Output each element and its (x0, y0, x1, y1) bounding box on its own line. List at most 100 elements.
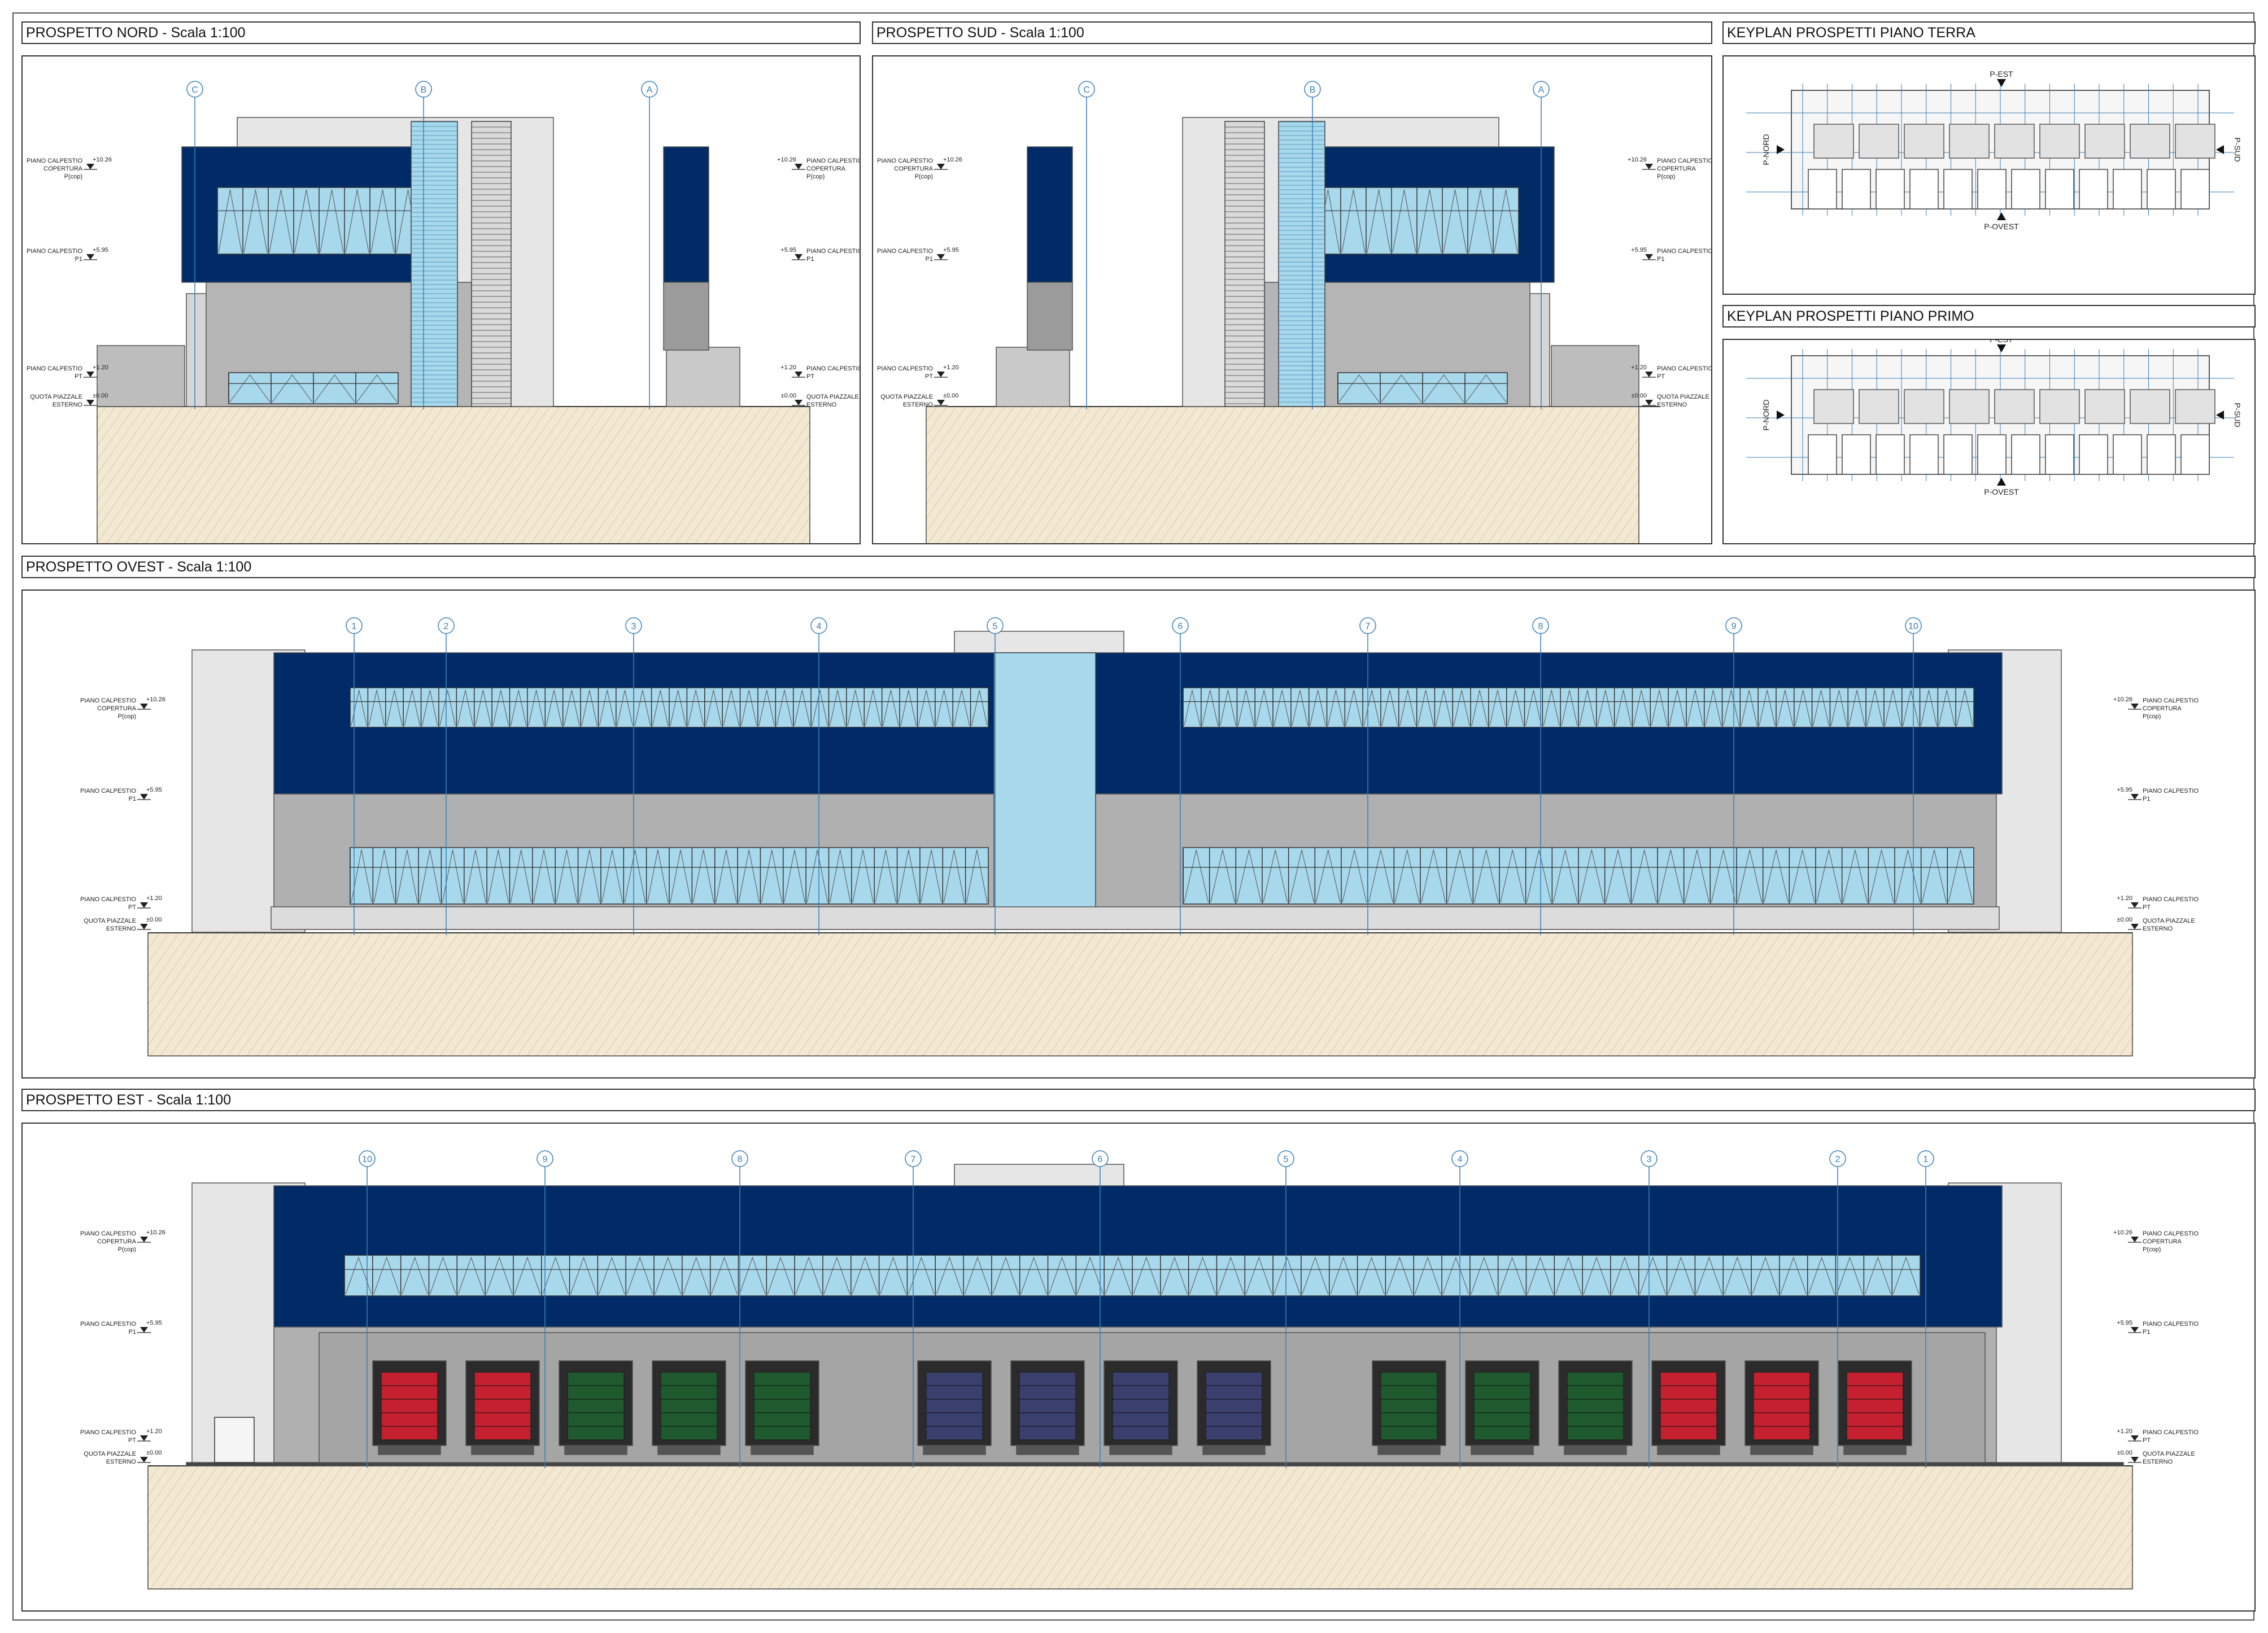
grid-label: B (1310, 85, 1316, 95)
grid-label: 6 (1098, 1155, 1103, 1164)
view-marker (1997, 478, 2006, 486)
window-opening (229, 374, 271, 403)
window-opening (875, 849, 897, 903)
window-opening (830, 689, 846, 726)
window-opening (1076, 1256, 1104, 1295)
room (2079, 169, 2108, 209)
window-opening (1435, 689, 1452, 726)
window-opening (514, 1256, 541, 1295)
grid-bubble (1451, 1150, 1468, 1167)
level-value: +10.26 (146, 696, 165, 703)
window-opening (368, 689, 385, 726)
keyplan-label-west: P-OVEST (1984, 487, 2019, 496)
wall-block (663, 282, 709, 351)
window-opening (1837, 1256, 1863, 1295)
dock-door (753, 1372, 811, 1440)
room (2147, 169, 2176, 209)
level-value: +1.20 (93, 364, 108, 371)
window-opening (992, 1256, 1019, 1295)
room (1876, 169, 1905, 209)
window-opening (320, 189, 344, 253)
dock-door (1205, 1372, 1263, 1440)
level-value: +10.26 (146, 1229, 165, 1236)
room (2079, 434, 2108, 475)
window-opening (1695, 1256, 1722, 1295)
window-opening (1442, 1256, 1469, 1295)
window-opening (294, 189, 319, 253)
level-label: P(cop) (118, 1246, 136, 1253)
level-label: PIANO CALPESTIO (2143, 788, 2199, 794)
window-opening (1471, 1256, 1498, 1295)
room (2039, 124, 2080, 159)
level-label: PIANO CALPESTIO (80, 697, 136, 704)
level-marker (2131, 794, 2139, 800)
window-opening (847, 689, 863, 726)
level-marker (1645, 400, 1653, 405)
window-opening (966, 849, 988, 903)
level-value: +5.95 (146, 787, 162, 793)
dock-leveler (1016, 1445, 1079, 1455)
level-marker (86, 372, 94, 377)
window-opening (1759, 689, 1776, 726)
window-opening (1737, 849, 1763, 903)
window-opening (1328, 689, 1344, 726)
dock-leveler (1564, 1445, 1627, 1455)
window-opening (936, 689, 952, 726)
window-opening (1310, 689, 1327, 726)
level-label: PIANO CALPESTIO (1657, 158, 1712, 164)
room (2130, 389, 2170, 424)
window-opening (1345, 689, 1362, 726)
window-opening (776, 689, 793, 726)
dock-door (660, 1372, 718, 1440)
window-opening (1741, 689, 1757, 726)
room (1842, 434, 1871, 475)
level-marker (1645, 372, 1653, 377)
level-label: PT (128, 1437, 136, 1444)
level-label: COPERTURA (894, 165, 934, 172)
level-label: PIANO CALPESTIO (27, 365, 82, 372)
grid-bubble (1725, 617, 1742, 634)
level-marker (140, 924, 148, 929)
keyplan-label-north: P-NORD (1761, 134, 1770, 165)
level-label: P1 (2143, 796, 2150, 802)
window-opening (880, 1256, 906, 1295)
parapet (271, 906, 2000, 930)
window-opening (806, 849, 828, 903)
window-opening (1421, 849, 1446, 903)
level-marker (795, 372, 802, 377)
keyplan-label-east: P-EST (1990, 340, 2013, 344)
grid-label: A (1538, 85, 1545, 95)
window-opening (1795, 689, 1812, 726)
window-opening (1255, 689, 1272, 726)
window-opening (761, 849, 783, 903)
dock-leveler (1109, 1445, 1172, 1455)
level-value: +5.95 (2117, 1320, 2132, 1326)
window-opening (705, 689, 722, 726)
window-opening (1921, 689, 1937, 726)
window-opening (723, 689, 740, 726)
window-opening (457, 1256, 485, 1295)
level-label: QUOTA PIAZZALE (30, 394, 82, 400)
room (1808, 169, 1837, 209)
window-opening (784, 849, 805, 903)
title-keyplan-primo: KEYPLAN PROSPETTI PIANO PRIMO (1722, 305, 2256, 328)
room (1909, 169, 1939, 209)
dock-leveler (1843, 1445, 1907, 1455)
glazed-stair-tower (411, 121, 458, 407)
room (1949, 389, 1990, 424)
window-opening (670, 689, 686, 726)
level-value: +5.95 (1631, 247, 1647, 254)
window-opening (1552, 849, 1578, 903)
window-opening (812, 689, 828, 726)
wall-block (1027, 282, 1073, 351)
level-label: PIANO CALPESTIO (80, 896, 136, 903)
level-value: +5.95 (2117, 787, 2132, 793)
window-opening (1579, 849, 1604, 903)
window-opening (1273, 1256, 1301, 1295)
window-opening (429, 1256, 456, 1295)
window-opening (386, 689, 403, 726)
window-opening (492, 689, 509, 726)
grid-label: 1 (352, 622, 357, 631)
title-prospetto-sud: PROSPETTO SUD - Scala 1:100 (872, 21, 1712, 44)
room (1813, 124, 1854, 159)
